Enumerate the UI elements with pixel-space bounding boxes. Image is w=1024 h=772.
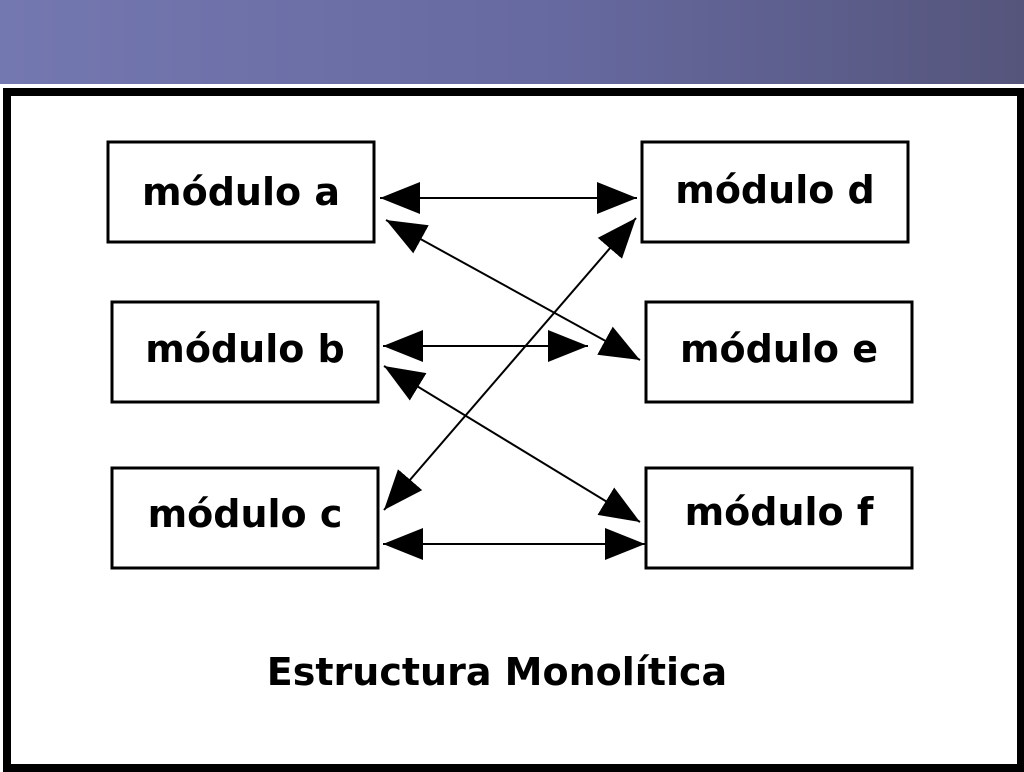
module-d-label: módulo d xyxy=(675,168,875,212)
arrow-b-f xyxy=(383,365,641,523)
module-f-label: módulo f xyxy=(685,490,874,534)
module-d: módulo d xyxy=(640,140,910,244)
module-e: módulo e xyxy=(644,300,914,404)
arrow-a-e xyxy=(385,219,641,361)
header-bar xyxy=(0,0,1024,84)
module-c-label: módulo c xyxy=(148,492,343,536)
module-c: módulo c xyxy=(110,466,380,570)
arrow-c-d xyxy=(383,217,637,511)
diagram-caption: Estructura Monolítica xyxy=(267,650,727,694)
module-e-label: módulo e xyxy=(680,327,878,371)
module-b: módulo b xyxy=(110,300,380,404)
module-a-label: módulo a xyxy=(142,170,340,214)
module-b-label: módulo b xyxy=(145,327,345,371)
module-a: módulo a xyxy=(106,140,376,244)
module-f: módulo f xyxy=(644,466,914,570)
